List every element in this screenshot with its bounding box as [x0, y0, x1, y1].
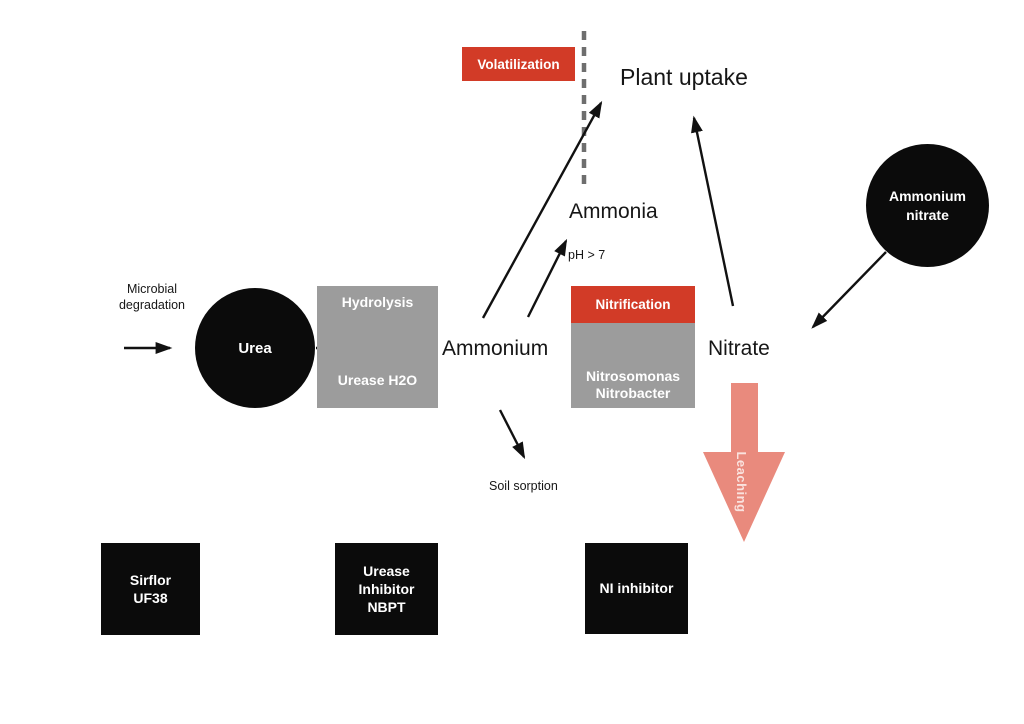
arrow-nitrate-to-plant-uptake: [691, 115, 735, 307]
leaching-label: Leaching: [734, 451, 749, 513]
volatilization-label: Volatilization: [477, 56, 560, 72]
nitrification-bacteria-box: Nitrosomonas Nitrobacter: [571, 323, 695, 408]
plant-uptake-label: Plant uptake: [620, 64, 748, 90]
hydrolysis-label: Hydrolysis: [341, 294, 414, 310]
nitrification-box: Nitrification: [571, 286, 695, 323]
arrow-ammonium-to-ammonia: [526, 238, 568, 318]
nitrification-label: Nitrification: [595, 297, 671, 312]
ni-inhibitor-label: NI inhibitor: [599, 580, 674, 597]
nitrosomonas-label: Nitrosomonas: [585, 368, 681, 385]
ammonium-nitrate-label: Ammonium nitrate: [889, 188, 966, 223]
ammonium-nitrate-node: Ammonium nitrate: [866, 144, 989, 267]
urease-inhibitor-nbpt-label: Urease Inhibitor NBPT: [358, 562, 415, 616]
nitrobacter-label: Nitrobacter: [595, 385, 671, 402]
arrow-ammonium-nitrate-to-nitrate: [811, 251, 887, 329]
sirflor-uf38-label: Sirflor UF38: [129, 571, 172, 606]
sirflor-uf38-box: Sirflor UF38: [101, 543, 200, 635]
ammonium-label: Ammonium: [442, 337, 549, 360]
soil-sorption-label: Soil sorption: [489, 479, 558, 493]
urea-node: Urea: [195, 288, 315, 408]
urease-h2o-label: Urease H2O: [337, 372, 418, 388]
urease-inhibitor-nbpt-box: Urease Inhibitor NBPT: [335, 543, 438, 635]
nitrate-label: Nitrate: [708, 337, 770, 360]
urea-label: Urea: [238, 339, 272, 357]
ammonia-label: Ammonia: [569, 200, 658, 223]
arrow-ammonium-to-soil-sorption: [498, 409, 526, 460]
ni-inhibitor-box: NI inhibitor: [585, 543, 688, 634]
ph-condition-label: pH > 7: [568, 248, 606, 262]
microbial-degradation-label: Microbial degradation: [118, 282, 186, 312]
volatilization-box: Volatilization: [462, 47, 575, 81]
hydrolysis-box: Hydrolysis Urease H2O: [317, 286, 438, 408]
